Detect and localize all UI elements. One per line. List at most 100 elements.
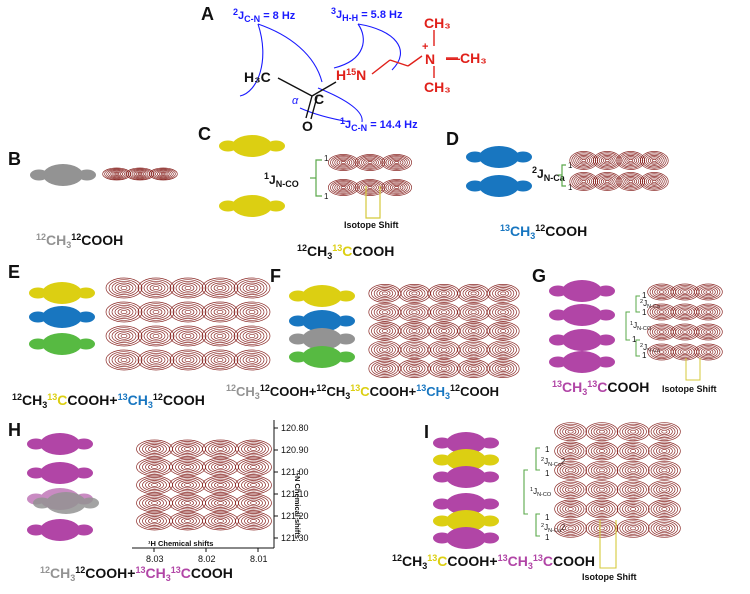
contour-ring [430,323,458,339]
contour-ring [489,285,517,302]
contour-ring [117,308,131,316]
contour-ring [172,351,204,369]
contour-ring [238,477,269,493]
panel-e: E 12CH313CCOOH+13CH312COOH [8,262,271,410]
contour-ring [338,159,348,166]
contour-ring [365,184,375,191]
contour-ring [462,362,485,375]
contour-ring [624,426,642,437]
contour-ring [679,308,691,316]
contour-ring [627,505,639,513]
bracket-c-one-top: 1 [324,154,329,163]
brackets-g [625,295,640,357]
contour-ring [598,449,605,453]
contour-ring [172,441,203,457]
green-peak-e [29,333,95,355]
contour-ring [624,484,642,495]
contour-ring [406,326,423,336]
contour-ring [394,186,400,189]
contour-ring [698,346,719,358]
bracket-i-num-1: 1 [545,445,550,454]
contour-ring [105,325,143,347]
contour-ring [178,516,197,526]
contour-ring [376,344,394,355]
contour-ring [148,445,161,453]
contour-ring [208,442,233,456]
contour-ring [135,171,145,177]
contour-ring [205,513,236,529]
contour-ring [327,154,359,171]
contour-ring [467,290,480,297]
contour-ring [379,346,391,354]
caption-f: 12CH312COOH+12CH313CCOOH+13CH312COOH [226,383,499,401]
contour-ring [649,178,659,185]
magenta-peak-g1 [549,280,615,302]
contour-ring [361,157,379,168]
contour-ring [559,502,582,516]
contour-ring [656,308,667,316]
contour-ring [622,521,645,535]
contour-ring [559,463,582,477]
contour-ring [373,305,396,319]
contour-ring [650,501,679,517]
contour-ring [241,514,266,528]
contour-ring [365,159,375,166]
contour-ring [245,332,259,340]
contour-ring [656,426,673,437]
contour-ring [208,514,233,528]
panel-label-c: C [198,124,211,144]
contour-ring [500,366,507,371]
contour-ring [239,328,265,344]
contour-ring [201,277,239,299]
contour-ring [465,344,482,355]
contour-ring [679,328,691,336]
contour-ring [639,172,669,191]
contour-ring [111,280,137,296]
contour-ring [175,460,200,474]
contour-ring [172,303,204,321]
caption-c: 12CH313CCOOH [297,243,394,261]
contour-ring [649,157,659,164]
contour-ring [129,169,151,179]
contour-ring [593,446,611,456]
carbonyl-oxygen: O [302,118,313,134]
contour-ring [239,304,265,320]
contour-ring [585,518,619,538]
contour-ring [618,173,644,190]
contour-ring [137,325,175,347]
contour-ring [381,154,413,171]
contour-ring [598,526,605,531]
contour-ring [489,360,517,377]
contour-ring [217,447,224,451]
caption-d: 13CH312COOH [500,223,587,241]
contour-ring [440,291,448,296]
contour-ring [661,526,668,531]
contour-ring [432,305,456,319]
contour-ring [590,425,613,439]
contour-ring [184,447,191,451]
contour-ring [387,182,406,193]
contour-ring [184,483,191,487]
contour-ring [137,301,175,323]
contour-ring [371,285,399,302]
contour-ring [210,306,230,318]
contour-ring [175,328,201,344]
contour-ring [649,304,674,320]
contour-ring [700,287,716,297]
contour-ring [626,157,636,164]
contour-ring [201,325,239,347]
contour-ring [567,468,574,473]
contour-ring [462,305,485,319]
spectrum-c [327,154,413,196]
contour-ring [440,329,448,333]
contour-ring [658,524,671,532]
magenta-peak-i2 [433,466,499,488]
contour-ring [658,447,671,455]
contour-ring [497,327,509,335]
contour-ring [332,181,355,194]
contour-ring [569,151,599,170]
coupling-label-c: 1JN-CO [264,171,299,189]
contour-ring [330,155,357,170]
contour-ring [703,288,714,296]
contour-ring [465,363,482,374]
